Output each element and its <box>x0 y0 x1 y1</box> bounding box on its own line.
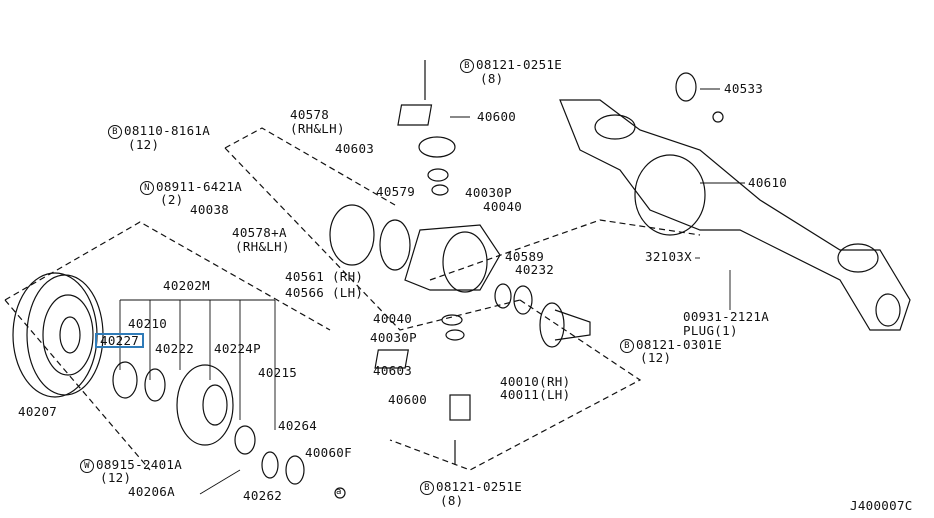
label-plug-note: PLUG(1) <box>683 323 738 338</box>
label-40603-bot[interactable]: 40603 <box>373 363 413 378</box>
label-40038[interactable]: 40038 <box>190 202 230 217</box>
knuckle-drawing <box>329 60 591 465</box>
label-40600-top[interactable]: 40600 <box>477 109 517 124</box>
label-40030p-top[interactable]: 40030P <box>465 185 512 200</box>
label-40060f[interactable]: 40060F <box>305 445 352 460</box>
label-ref-a: a <box>336 487 342 497</box>
label-40010[interactable]: 40010(RH) <box>500 374 571 389</box>
label-40224p[interactable]: 40224P <box>214 341 261 356</box>
label-40202m[interactable]: 40202M <box>163 278 210 293</box>
label-40600-bot[interactable]: 40600 <box>388 392 428 407</box>
label-40215[interactable]: 40215 <box>258 365 298 380</box>
label-40030p-bot[interactable]: 40030P <box>370 330 417 345</box>
label-40262[interactable]: 40262 <box>243 488 283 503</box>
label-40578[interactable]: 40578 <box>290 107 330 122</box>
label-40206a[interactable]: 40206A <box>128 484 175 499</box>
label-40589[interactable]: 40589 <box>505 249 545 264</box>
label-40578a[interactable]: 40578+A <box>232 225 287 240</box>
label-32103x[interactable]: 32103X <box>645 249 692 264</box>
label-bolt-top-qty: (8) <box>480 71 504 86</box>
label-40232[interactable]: 40232 <box>515 262 555 277</box>
label-40578-note: (RH&LH) <box>290 121 345 136</box>
label-40578a-note: (RH&LH) <box>235 239 290 254</box>
axle-housing-drawing <box>559 72 911 331</box>
label-40210[interactable]: 40210 <box>128 316 168 331</box>
ref-a-circle <box>334 487 346 499</box>
leader-lines <box>119 88 745 495</box>
label-40222[interactable]: 40222 <box>155 341 195 356</box>
label-bolt-08110-qty: (12) <box>128 137 160 152</box>
label-40561[interactable]: 40561 (RH) <box>285 269 364 284</box>
label-40533[interactable]: 40533 <box>724 81 764 96</box>
label-40610[interactable]: 40610 <box>748 175 788 190</box>
label-washer-08915-qty: (12) <box>100 470 132 485</box>
label-bolt-bottom-qty: (8) <box>440 493 464 508</box>
label-40566[interactable]: 40566 (LH) <box>285 285 364 300</box>
label-40040-top[interactable]: 40040 <box>483 199 523 214</box>
label-nut-08911-qty: (2) <box>160 192 184 207</box>
label-40579[interactable]: 40579 <box>376 184 416 199</box>
label-40603-top[interactable]: 40603 <box>335 141 375 156</box>
label-40207[interactable]: 40207 <box>18 404 58 419</box>
diagram-code: J400007C <box>850 498 913 513</box>
label-plug-part[interactable]: 00931-2121A <box>683 309 770 324</box>
brake-rotor-drawing <box>12 272 104 398</box>
hub-drawing <box>112 361 305 485</box>
label-40011[interactable]: 40011(LH) <box>500 387 571 402</box>
label-bolt-08121-0301-qty: (12) <box>640 350 672 365</box>
label-40040-bot[interactable]: 40040 <box>373 311 413 326</box>
label-40227-highlighted[interactable]: 40227 <box>95 333 145 348</box>
label-40264[interactable]: 40264 <box>278 418 318 433</box>
